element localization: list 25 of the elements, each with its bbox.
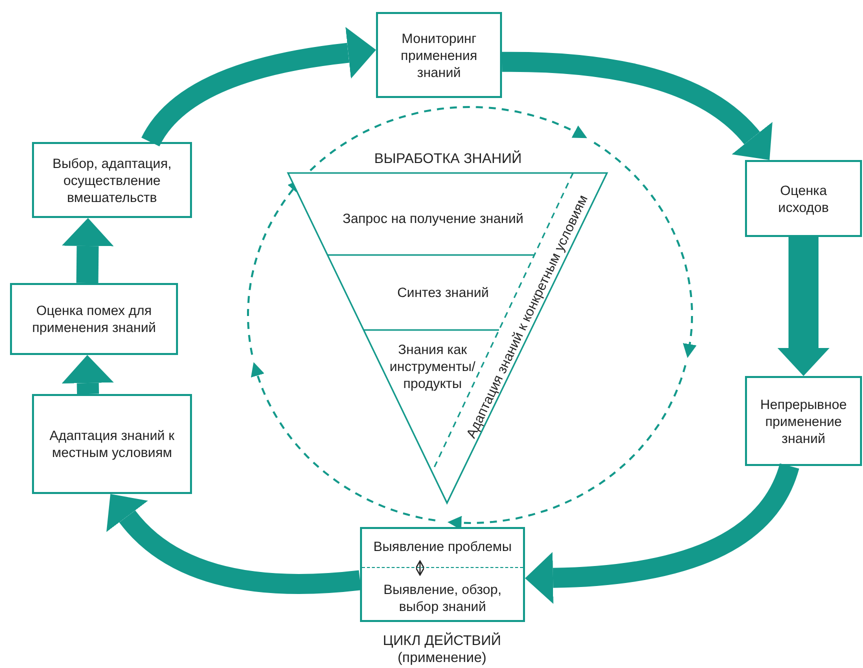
- curved-arrow: [62, 218, 114, 284]
- heading-text: ВЫРАБОТКА ЗНАНИЙ: [374, 150, 522, 167]
- node-label: Адаптация знаний к местным условиям: [48, 427, 176, 461]
- process-box: [360, 527, 525, 622]
- node-label: Выявление проблемы: [373, 538, 512, 554]
- curved-arrow: [62, 355, 114, 394]
- node-label: Синтез знаний: [397, 284, 489, 300]
- process-box: [32, 394, 192, 494]
- curved-arrow: [778, 237, 830, 376]
- node-label: Выявление, обзор, выбор знаний: [382, 580, 503, 614]
- process-box: [32, 142, 192, 218]
- process-box: [745, 376, 862, 466]
- curved-arrow: [502, 52, 772, 159]
- node-label: Непрерывное применение знаний: [759, 396, 848, 446]
- double-arrow: [415, 560, 425, 576]
- node-label: Мониторинг применения знаний: [400, 30, 478, 80]
- node-label: Запрос на получение знаний: [342, 210, 524, 226]
- node-label: Оценка исходов: [777, 182, 830, 216]
- node-label: Выбор, адаптация, осуществление вмешательств: [51, 154, 173, 206]
- curved-arrow: [107, 495, 361, 594]
- process-box: [745, 160, 862, 237]
- node-label: Оценка помех для применения знаний: [31, 302, 157, 336]
- process-box: [10, 283, 178, 355]
- process-box: [376, 12, 502, 98]
- cycle-label: ЦИКЛ ДЕЙСТВИЙ (применение): [382, 632, 502, 666]
